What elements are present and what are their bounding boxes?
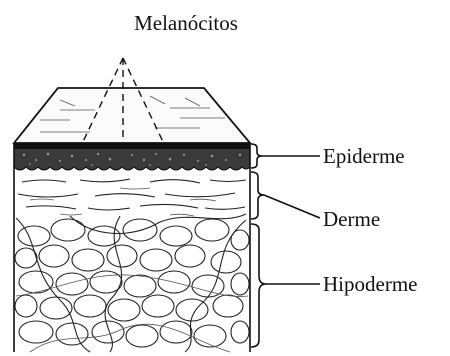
label-epiderme: Epiderme: [323, 144, 405, 168]
label-derme: Derme: [323, 207, 380, 231]
hypodermis-layer: [15, 219, 249, 347]
label-hipoderme: Hipoderme: [323, 272, 417, 296]
derme-bracket: [251, 172, 320, 219]
skin-surface: [14, 88, 250, 143]
dermis-layer: [18, 179, 246, 216]
hipoderme-bracket: [251, 224, 320, 347]
label-melanocitos: Melanócitos: [134, 11, 238, 35]
epidermis-layer: [14, 143, 250, 170]
epiderme-bracket: [251, 144, 320, 168]
